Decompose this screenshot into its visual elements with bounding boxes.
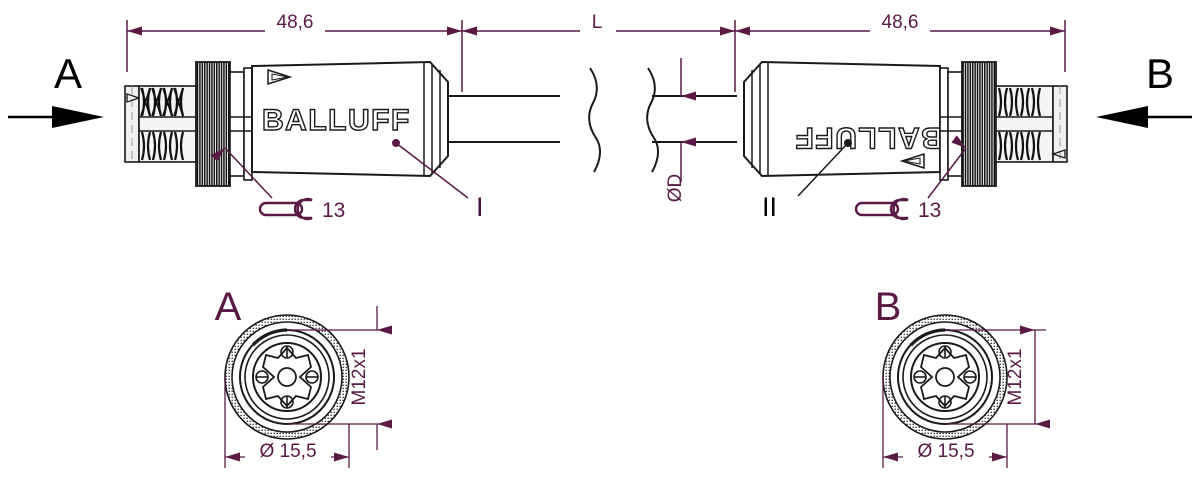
left-knurled-nut bbox=[195, 61, 231, 187]
view-b-group: B M12x1 bbox=[875, 285, 1050, 468]
connector-label-right: II bbox=[762, 192, 777, 222]
right-thread-upper bbox=[997, 87, 1042, 117]
dim-cable-length-value: L bbox=[592, 12, 603, 33]
wrench-size-right: 13 bbox=[918, 199, 941, 222]
wrench-icon-left bbox=[258, 197, 313, 221]
view-b-thread-value: M12x1 bbox=[1005, 348, 1026, 405]
wrench-size-left: 13 bbox=[322, 199, 345, 222]
dim-label-bg-left bbox=[265, 12, 325, 34]
view-a-diameter-value: Ø 15,5 bbox=[259, 441, 316, 462]
view-a-group: A bbox=[215, 285, 392, 468]
view-a-pin-pattern bbox=[261, 346, 313, 408]
left-overmold-body bbox=[251, 60, 449, 178]
view-a-thread-value: M12x1 bbox=[349, 348, 370, 405]
right-collar-2 bbox=[939, 67, 949, 181]
right-thread-lower bbox=[997, 131, 1042, 161]
top-view-group: 48,6 L 48,6 A B bbox=[8, 12, 1192, 222]
left-thread-lower bbox=[140, 131, 185, 161]
leader-connector-label-right: II bbox=[762, 139, 852, 222]
section-arrow-letter-b: B bbox=[1146, 50, 1174, 97]
cable-left bbox=[448, 67, 601, 173]
dim-left-length-value: 48,6 bbox=[277, 12, 314, 33]
dim-cable-diameter-value: ØD bbox=[665, 174, 686, 203]
dimension-cable-diameter: ØD bbox=[665, 58, 696, 203]
view-b-diameter-value: Ø 15,5 bbox=[917, 441, 974, 462]
left-brand-logo: BALLUFF bbox=[262, 104, 411, 137]
view-a-dim-label-bg bbox=[245, 440, 331, 464]
dim-label-bg-cable bbox=[580, 12, 616, 34]
right-knurled-nut bbox=[961, 61, 997, 187]
section-arrow-a bbox=[8, 106, 104, 128]
leader-dot-right bbox=[844, 139, 852, 147]
view-b-dim-label-bg bbox=[903, 440, 989, 464]
left-orientation-triangle bbox=[267, 68, 293, 86]
right-keyway-marker bbox=[1050, 149, 1066, 159]
view-b-contacts bbox=[913, 345, 977, 409]
left-connector: BALLUFF bbox=[124, 60, 449, 187]
view-b-pin-pattern bbox=[919, 346, 971, 408]
leader-wrench-left: 13 bbox=[210, 147, 345, 222]
leader-connector-label-left: I bbox=[392, 139, 484, 222]
view-b-keyway-notch bbox=[909, 328, 946, 347]
view-b-letter: B bbox=[875, 285, 902, 329]
right-collar-1 bbox=[947, 71, 963, 177]
connector-label-left: I bbox=[476, 192, 484, 222]
left-keyway-marker bbox=[126, 93, 142, 103]
wrench-icon-right bbox=[854, 197, 909, 221]
cable-right bbox=[646, 67, 737, 173]
view-a-keyway-notch bbox=[251, 328, 288, 347]
view-a-letter: A bbox=[215, 285, 242, 329]
view-a-contacts bbox=[255, 345, 319, 409]
dim-label-bg-right bbox=[870, 12, 930, 34]
leader-wrench-right: 13 bbox=[854, 135, 967, 222]
section-arrow-b bbox=[1096, 106, 1192, 128]
dim-right-length-value: 48,6 bbox=[882, 12, 919, 33]
right-orientation-triangle bbox=[899, 152, 925, 170]
right-brand-logo: BALLUFF bbox=[794, 121, 943, 154]
right-connector: BALLUFF bbox=[743, 60, 1068, 187]
section-arrow-letter-a: A bbox=[54, 50, 82, 97]
left-collar-2 bbox=[243, 67, 253, 181]
view-a-dim-thread bbox=[287, 306, 392, 450]
view-b-dim-thread bbox=[945, 325, 1050, 429]
